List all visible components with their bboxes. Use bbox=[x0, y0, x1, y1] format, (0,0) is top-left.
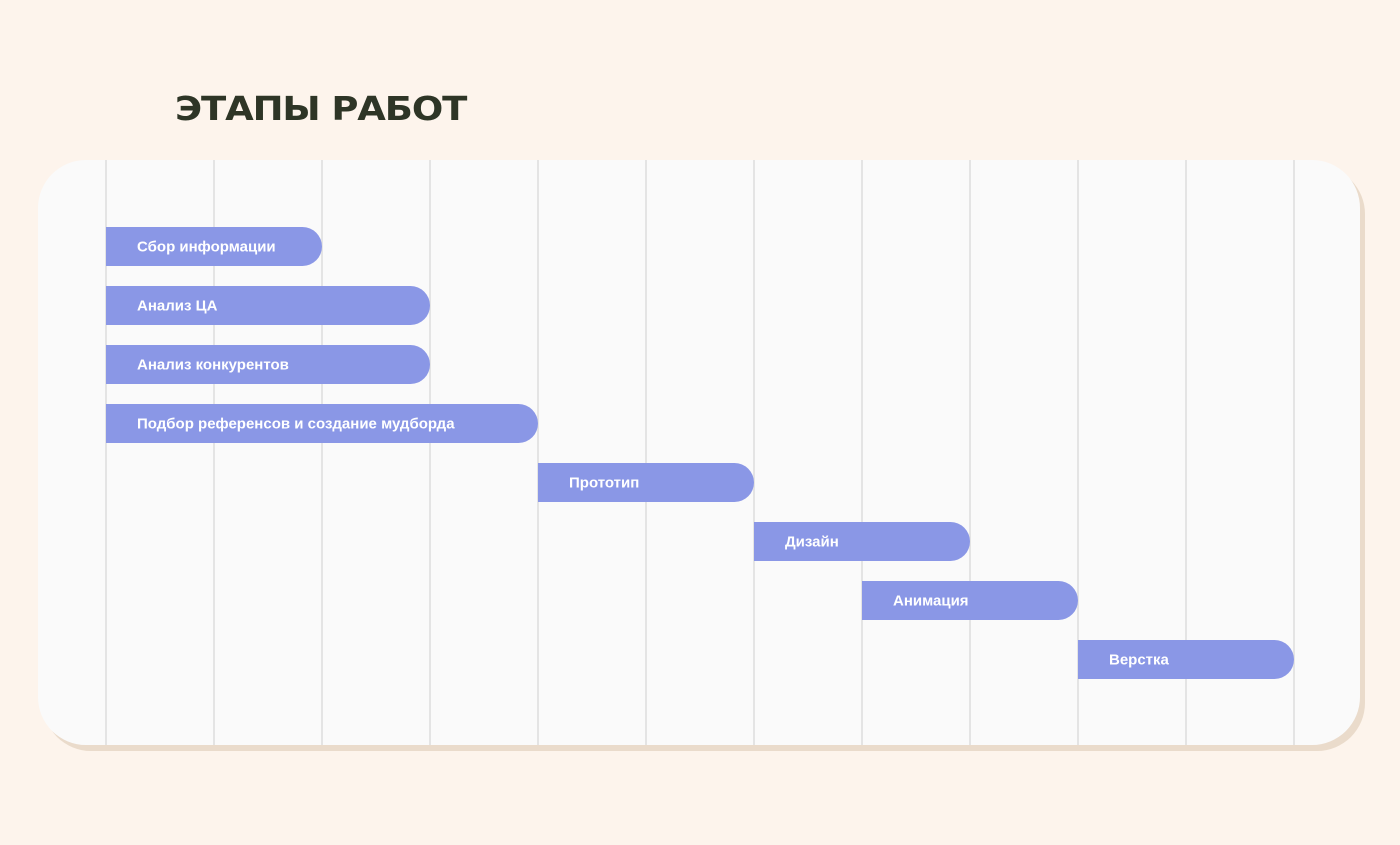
task-label: Анализ ЦА bbox=[137, 298, 218, 315]
task-bar-group: Анализ конкурентов bbox=[106, 345, 430, 384]
task-bar bbox=[106, 227, 322, 266]
page-title: ЭТАПЫ РАБОТ bbox=[175, 89, 467, 128]
task-bar-group: Сбор информации bbox=[106, 227, 322, 266]
task-label: Дизайн bbox=[785, 534, 839, 551]
task-bar-group: Дизайн bbox=[754, 522, 970, 561]
task-label: Анимация bbox=[893, 593, 969, 610]
task-bar bbox=[106, 345, 430, 384]
task-label: Прототип bbox=[569, 475, 639, 492]
task-label: Подбор референсов и создание мудборда bbox=[137, 416, 455, 433]
task-bar bbox=[106, 404, 538, 443]
task-bar bbox=[862, 581, 1078, 620]
task-label: Анализ конкурентов bbox=[137, 357, 289, 374]
task-bar bbox=[538, 463, 754, 502]
task-bar-group: Анимация bbox=[862, 581, 1078, 620]
task-bar-group: Подбор референсов и создание мудборда bbox=[106, 404, 538, 443]
task-bar-group: Прототип bbox=[538, 463, 754, 502]
task-label: Верстка bbox=[1109, 652, 1170, 669]
task-bar-group: Верстка bbox=[1078, 640, 1294, 679]
task-bar bbox=[106, 286, 430, 325]
task-label: Сбор информации bbox=[137, 239, 276, 256]
task-bar bbox=[1078, 640, 1294, 679]
task-bar-group: Анализ ЦА bbox=[106, 286, 430, 325]
task-bar bbox=[754, 522, 970, 561]
